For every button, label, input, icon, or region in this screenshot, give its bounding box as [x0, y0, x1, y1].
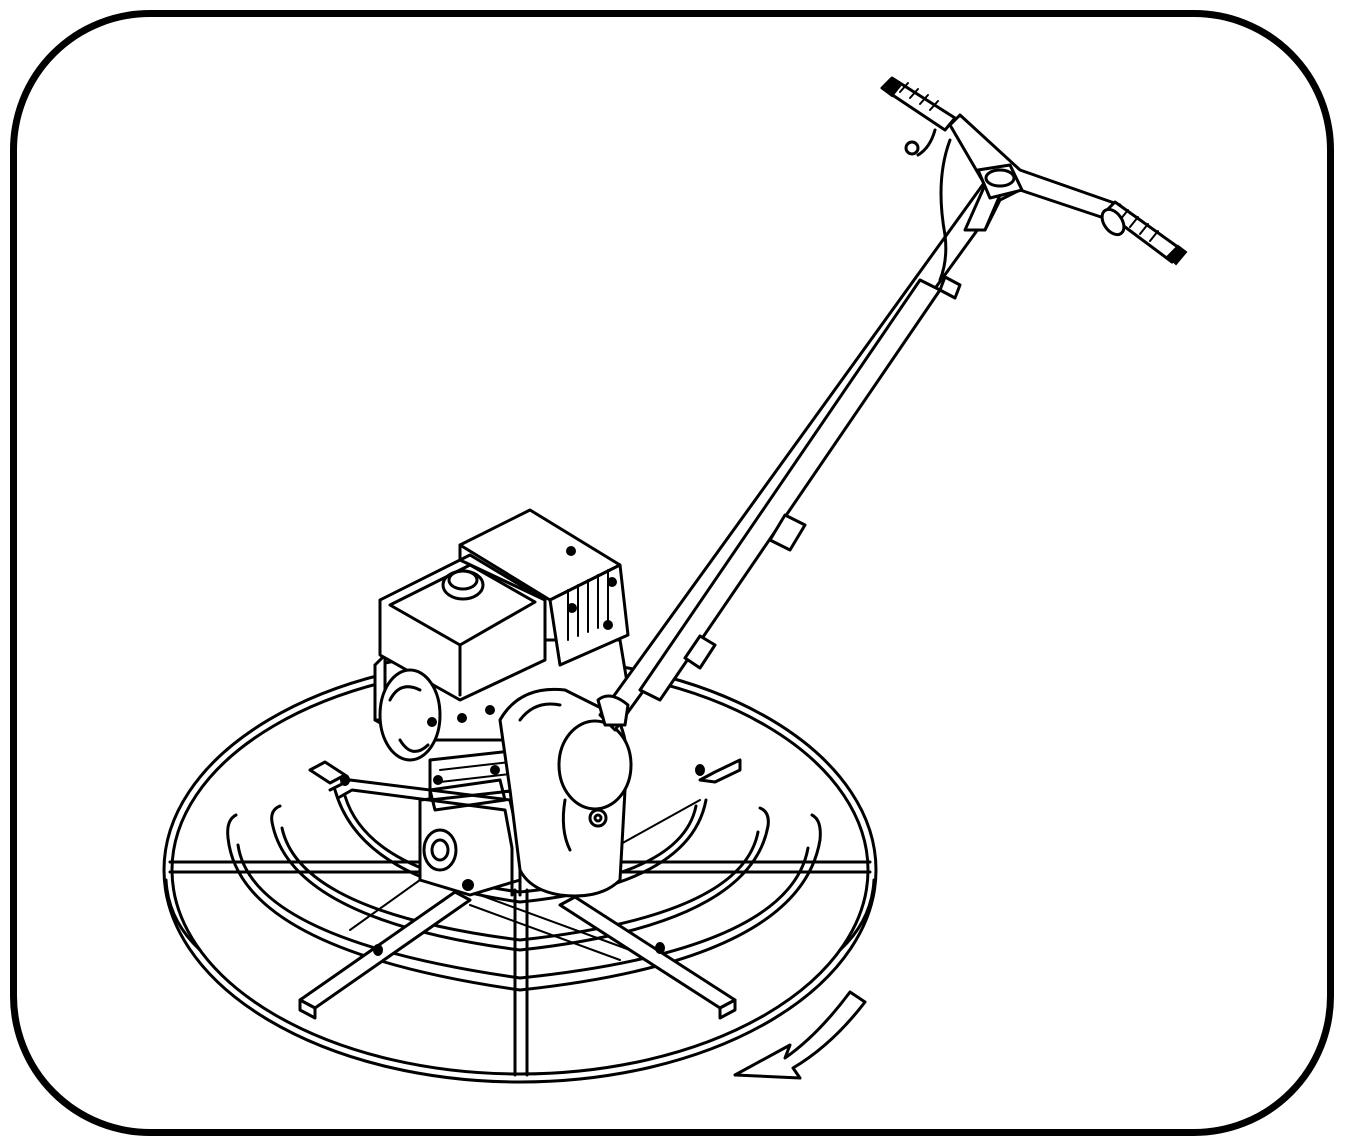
right-grip-icon	[1100, 200, 1188, 266]
left-grip-icon	[880, 76, 957, 157]
trowel-blades-icon	[298, 758, 742, 1020]
rounded-frame	[10, 10, 1334, 1136]
rotation-arrow-icon	[733, 990, 867, 1080]
gearbox-icon	[418, 778, 522, 897]
belt-guard-icon	[498, 687, 633, 898]
handle-shaft-icon	[596, 138, 1012, 732]
inner-hoops-icon	[226, 788, 822, 992]
engine-icon	[373, 508, 632, 802]
t-handle-icon	[948, 113, 1127, 232]
